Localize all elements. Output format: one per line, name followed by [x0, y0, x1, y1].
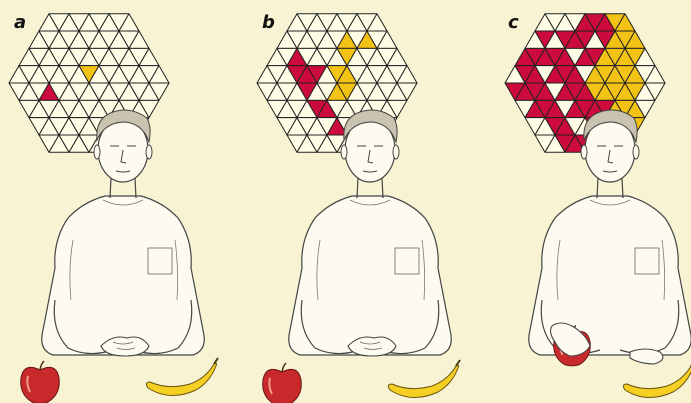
banana-a [146, 358, 218, 396]
banana-c [623, 360, 691, 398]
hands-b [348, 337, 396, 356]
panel-label-b: b [262, 14, 275, 32]
hand-resting [630, 349, 663, 364]
apple-a [21, 361, 60, 403]
people-illustrations [21, 110, 691, 403]
panel-label-c: c [508, 14, 519, 32]
apple-b [263, 363, 302, 403]
panel-label-a: a [14, 14, 26, 32]
hands-a [101, 337, 149, 356]
banana-b [388, 360, 460, 398]
